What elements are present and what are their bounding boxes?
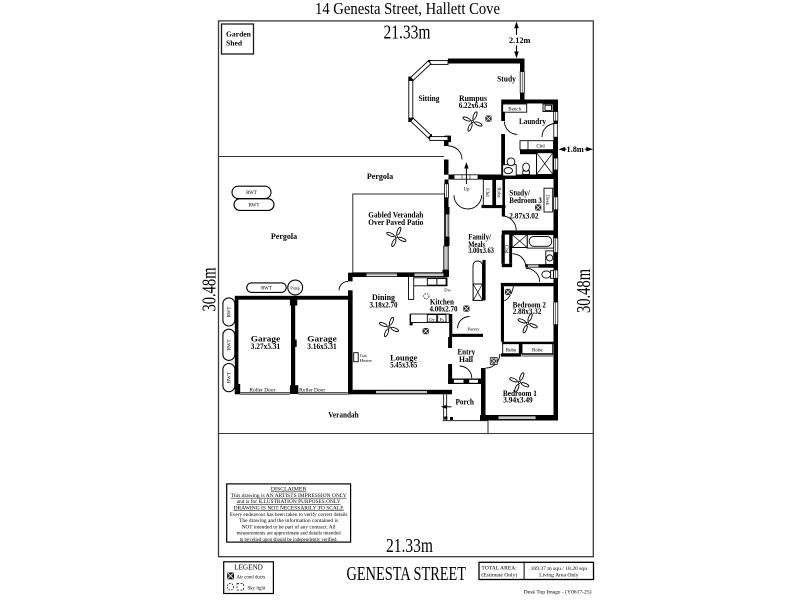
svg-text:Gas: Gas — [360, 353, 367, 358]
svg-text:3.18x2.70: 3.18x2.70 — [370, 301, 398, 310]
svg-text:Study: Study — [497, 74, 516, 83]
svg-text:Over Paved Patio: Over Paved Patio — [368, 218, 423, 227]
svg-text:RWT: RWT — [246, 191, 257, 196]
svg-text:Lounge: Lounge — [390, 354, 417, 363]
svg-text:Pump: Pump — [290, 285, 300, 290]
svg-text:Cbd: Cbd — [484, 188, 489, 197]
svg-text:Robe: Robe — [532, 349, 543, 354]
svg-text:Pantry: Pantry — [468, 326, 481, 331]
svg-text:30.48m: 30.48m — [199, 267, 221, 311]
svg-text:Garage: Garage — [251, 335, 281, 344]
svg-text:Verandah: Verandah — [328, 410, 359, 419]
svg-text:1.8m: 1.8m — [567, 145, 584, 154]
svg-text:3.00x3.63: 3.00x3.63 — [468, 246, 494, 255]
svg-text:6.22x6.43: 6.22x6.43 — [459, 101, 488, 110]
svg-text:2.12m: 2.12m — [509, 36, 531, 45]
svg-text:GENESTA STREET: GENESTA STREET — [347, 563, 467, 585]
svg-text:RWT: RWT — [249, 204, 260, 209]
svg-text:Pergola: Pergola — [367, 172, 393, 181]
svg-text:Bedroom 3: Bedroom 3 — [509, 196, 542, 205]
svg-text:3.16x5.31: 3.16x5.31 — [307, 342, 336, 351]
svg-text:14 Genesta Street, Hallett Cov: 14 Genesta Street, Hallett Cove — [315, 0, 500, 18]
svg-text:LEGEND: LEGEND — [234, 564, 263, 572]
svg-text:Dw: Dw — [444, 288, 451, 293]
svg-text:Cbd: Cbd — [503, 245, 508, 254]
svg-text:Hall: Hall — [459, 355, 474, 364]
svg-text:NOT intended to be part of any: NOT intended to be part of any contract.… — [242, 523, 337, 530]
svg-text:Roller Door: Roller Door — [299, 389, 325, 394]
svg-text:Dining: Dining — [372, 293, 395, 302]
svg-text:169.37 m squ / 18.20 squ: 169.37 m squ / 18.20 squ — [531, 566, 588, 572]
svg-text:Gabled Verandah: Gabled Verandah — [368, 210, 423, 219]
svg-text:2.87x3.02: 2.87x3.02 — [509, 211, 538, 220]
svg-text:Study/: Study/ — [509, 189, 530, 198]
svg-text:Desk: Desk — [544, 195, 549, 206]
svg-text:RWT: RWT — [228, 307, 233, 318]
svg-text:RWT: RWT — [228, 372, 233, 383]
svg-text:Laundry: Laundry — [519, 117, 546, 126]
svg-text:Shed: Shed — [226, 39, 243, 48]
svg-text:to be relied upon should be in: to be relied upon should be independentl… — [240, 536, 338, 543]
svg-text:2.88x3.32: 2.88x3.32 — [513, 307, 542, 316]
svg-text:Air cond ducts: Air cond ducts — [237, 575, 266, 580]
svg-text:(Estimate Only): (Estimate Only) — [481, 571, 517, 578]
svg-text:Garage: Garage — [307, 335, 337, 344]
svg-text:measurements are approximate a: measurements are approximate and details… — [237, 531, 341, 537]
svg-text:Fs: Fs — [440, 317, 445, 322]
svg-text:Every endeavour has been taken: Every endeavour has been taken to verify… — [230, 511, 348, 518]
svg-text:Garden: Garden — [226, 30, 252, 39]
svg-text:Robe: Robe — [506, 349, 517, 354]
svg-text:21.33m: 21.33m — [384, 21, 431, 43]
svg-text:Bedroom 1: Bedroom 1 — [503, 389, 537, 398]
svg-text:Living Area Only: Living Area Only — [539, 572, 579, 578]
svg-text:Sitting: Sitting — [419, 94, 440, 103]
svg-text:Porch: Porch — [455, 397, 474, 406]
svg-text:Entry: Entry — [457, 347, 475, 356]
svg-text:Bench: Bench — [508, 107, 521, 112]
svg-text:Bedroom 2: Bedroom 2 — [513, 301, 546, 310]
svg-text:30.48m: 30.48m — [573, 269, 595, 313]
svg-text:DISCLAIMER: DISCLAIMER — [271, 487, 307, 493]
svg-text:Desk Top Image - (Y0617-25): Desk Top Image - (Y0617-25) — [524, 588, 592, 595]
svg-text:DRAWING IS NOT NECESSARILY TO: DRAWING IS NOT NECESSARILY TO SCALE — [234, 506, 344, 512]
svg-text:Roller Door: Roller Door — [249, 389, 275, 394]
svg-text:Robe: Robe — [495, 187, 500, 198]
svg-text:Pergola: Pergola — [271, 232, 297, 241]
svg-text:Ov: Ov — [429, 317, 435, 322]
svg-text:Meals: Meals — [468, 240, 485, 249]
svg-text:and is for ILLUSTRATION PURPOS: and is for ILLUSTRATION PURPOSES ONLY — [237, 498, 341, 505]
svg-text:Family/: Family/ — [468, 232, 491, 241]
svg-text:Sky light: Sky light — [248, 586, 266, 591]
svg-text:Cbd: Cbd — [536, 145, 545, 150]
svg-text:Heater: Heater — [360, 358, 373, 363]
svg-text:The drawing and the informatio: The drawing and the information containe… — [239, 517, 338, 524]
svg-text:RWT: RWT — [261, 287, 272, 292]
svg-text:Rumpus: Rumpus — [459, 94, 487, 103]
svg-text:21.33m: 21.33m — [386, 535, 433, 557]
svg-text:5.45x3.65: 5.45x3.65 — [390, 361, 417, 370]
svg-text:Up: Up — [463, 187, 470, 192]
svg-text:3.94x3.49: 3.94x3.49 — [503, 395, 532, 404]
svg-text:TOTAL AREA:: TOTAL AREA: — [481, 565, 517, 571]
svg-text:RWT: RWT — [228, 339, 233, 350]
svg-text:3.27x5.31: 3.27x5.31 — [251, 342, 280, 351]
svg-text:This drawing is AN ARTISTS IMP: This drawing is AN ARTISTS IMPRESSION ON… — [231, 493, 347, 499]
svg-text:Kitchen: Kitchen — [430, 297, 454, 306]
svg-text:4.00x2.70: 4.00x2.70 — [429, 305, 457, 314]
